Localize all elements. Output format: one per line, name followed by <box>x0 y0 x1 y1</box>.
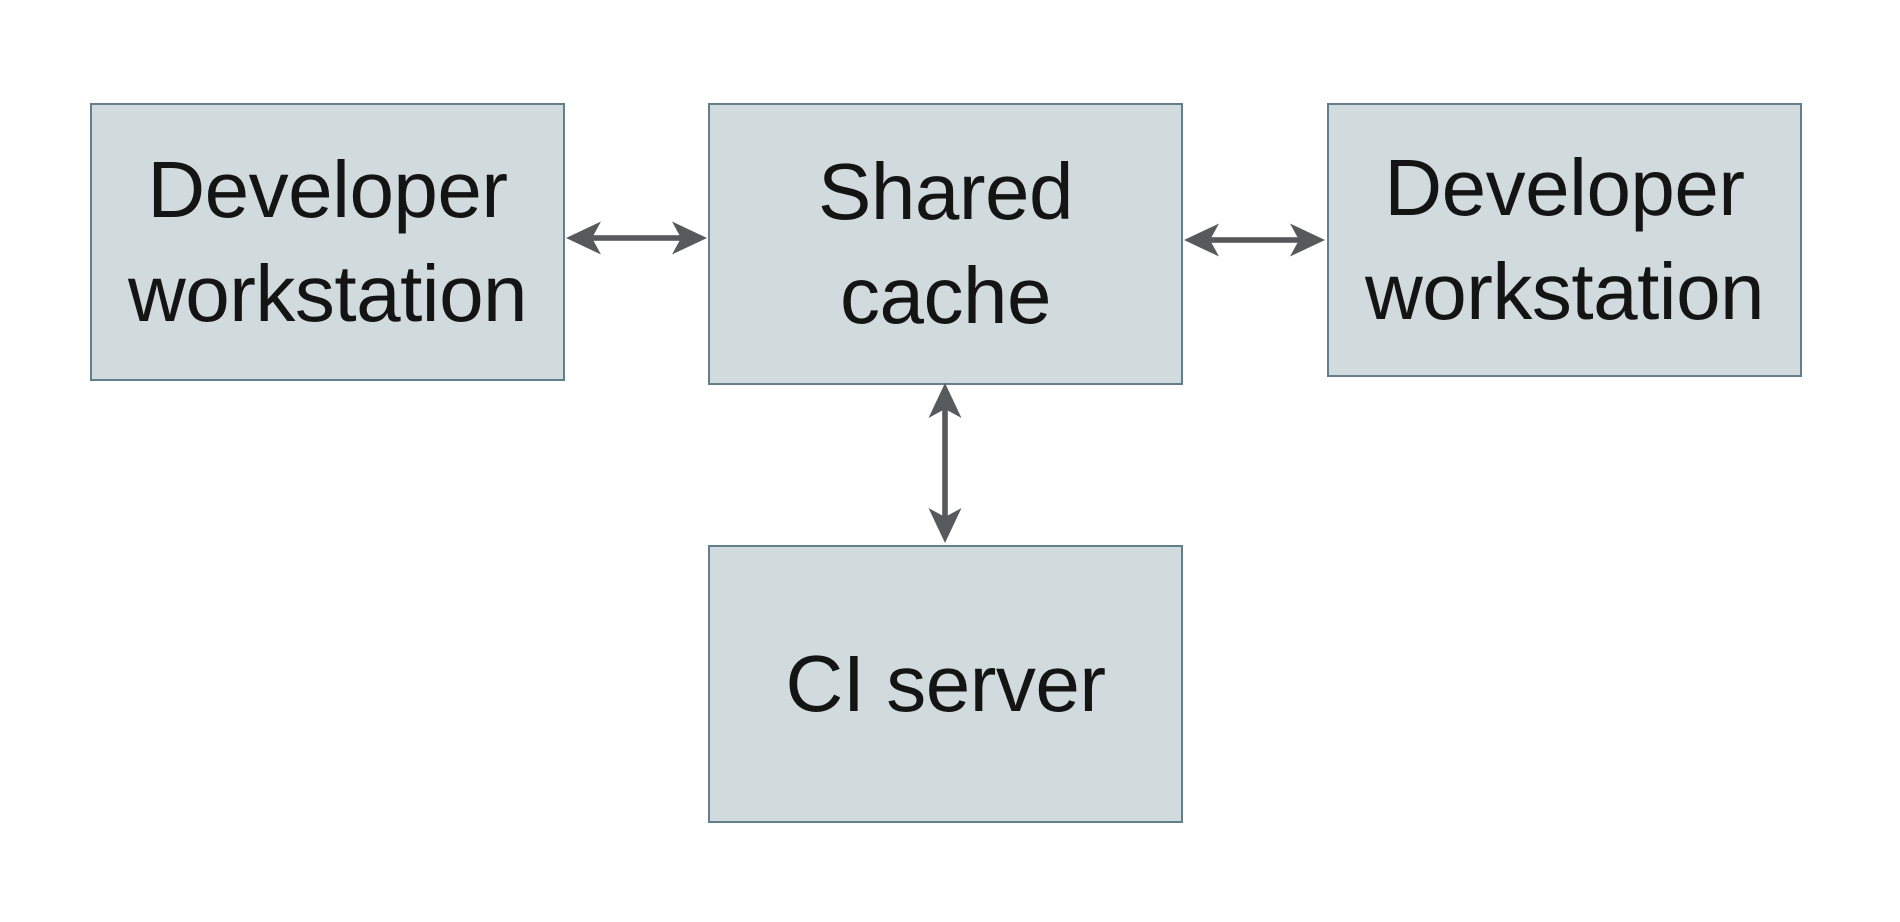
bidirectional-arrow-shared-cache-to-workstation-right <box>1184 223 1325 257</box>
node-developer-workstation-left: Developer workstation <box>90 103 565 381</box>
bidirectional-arrow-shared-cache-to-ci-server <box>928 383 962 543</box>
node-label: Developer workstation <box>1364 143 1765 336</box>
bidirectional-arrow-workstation-left-to-shared-cache <box>566 221 707 255</box>
node-developer-workstation-right: Developer workstation <box>1327 103 1802 377</box>
node-label: CI server <box>785 639 1107 728</box>
node-shared-cache: Shared cache <box>708 103 1183 385</box>
node-label: Shared cache <box>818 147 1073 340</box>
node-ci-server: CI server <box>708 545 1183 823</box>
node-label: Developer workstation <box>127 145 528 338</box>
